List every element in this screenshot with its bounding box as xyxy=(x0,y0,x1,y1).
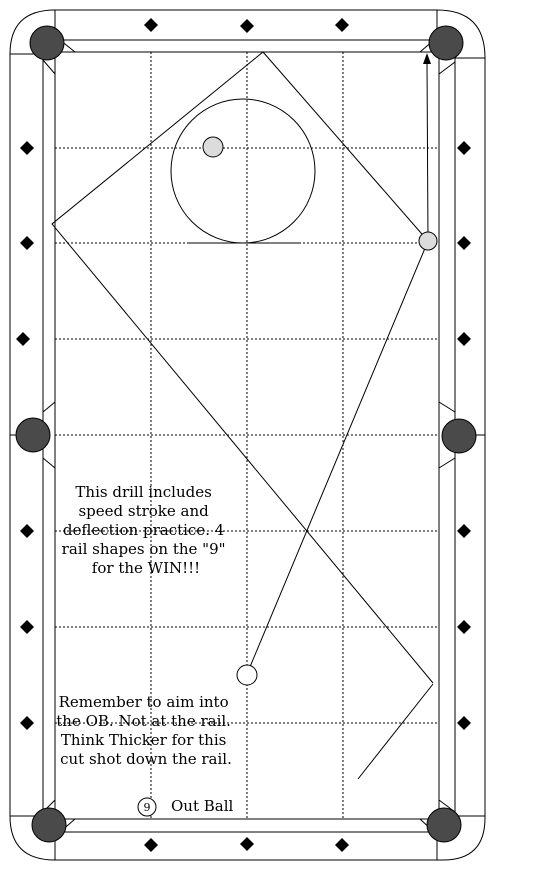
diamond-marker xyxy=(16,332,30,346)
diamond-marker xyxy=(20,141,34,155)
legend: 9 Out Ball xyxy=(137,797,234,817)
diamond-marker xyxy=(20,236,34,250)
object-ball-path xyxy=(246,240,429,675)
cue-ball xyxy=(236,664,258,686)
diamond-marker xyxy=(240,19,254,33)
pocket-top-right xyxy=(428,25,464,61)
legend-ball-number: 9 xyxy=(144,801,151,814)
aim-note-line: Think Thicker for this xyxy=(61,731,226,749)
drill-note-line: rail shapes on the "9" xyxy=(62,540,226,558)
diamond-marker xyxy=(144,18,158,32)
pocket-side-right xyxy=(441,418,477,454)
pocket-bottom-right xyxy=(426,807,462,843)
legend-label: Out Ball xyxy=(171,797,234,815)
aim-note-line: Remember to aim into xyxy=(59,693,229,711)
diamond-marker xyxy=(457,236,471,250)
diamond-marker xyxy=(20,620,34,634)
drill-note: This drill includes speed stroke and def… xyxy=(62,483,231,577)
drill-note-line: speed stroke and xyxy=(78,502,209,520)
pocket-side-left xyxy=(15,417,51,453)
pocket-bottom-left xyxy=(31,807,67,843)
rail-diamonds xyxy=(16,18,471,852)
diamond-marker xyxy=(335,838,349,852)
aim-note-line: the OB. Not at the rail. xyxy=(56,712,231,730)
diamond-marker xyxy=(457,524,471,538)
shot-paths xyxy=(51,51,434,780)
diamond-marker xyxy=(240,837,254,851)
drill-note-line: This drill includes xyxy=(75,483,211,501)
cue-ball-tail-path xyxy=(357,683,434,780)
aim-note: Remember to aim into the OB. Not at the … xyxy=(56,693,235,768)
diamond-marker xyxy=(335,18,349,32)
drill-note-line: for the WIN!!! xyxy=(92,559,200,577)
pocket-direction-line xyxy=(426,61,429,242)
target-zone xyxy=(170,98,316,244)
arrow-head-icon xyxy=(423,53,431,64)
aim-note-line: cut shot down the rail. xyxy=(60,750,232,768)
nine-ball-icon xyxy=(137,797,157,817)
diamond-marker xyxy=(457,332,471,346)
pockets xyxy=(15,25,477,843)
diamond-marker xyxy=(457,141,471,155)
diamond-grid xyxy=(55,52,439,819)
object-ball xyxy=(202,136,224,158)
target-circle xyxy=(170,98,316,244)
diamond-marker xyxy=(20,524,34,538)
diamond-marker xyxy=(144,838,158,852)
diamond-marker xyxy=(457,716,471,730)
nine-ball-position xyxy=(418,231,438,251)
diamond-marker xyxy=(20,716,34,730)
diamond-marker xyxy=(457,620,471,634)
pocket-top-left xyxy=(29,25,65,61)
cue-ball-path xyxy=(51,51,434,684)
drill-note-line: deflection practice. 4 xyxy=(63,521,224,539)
